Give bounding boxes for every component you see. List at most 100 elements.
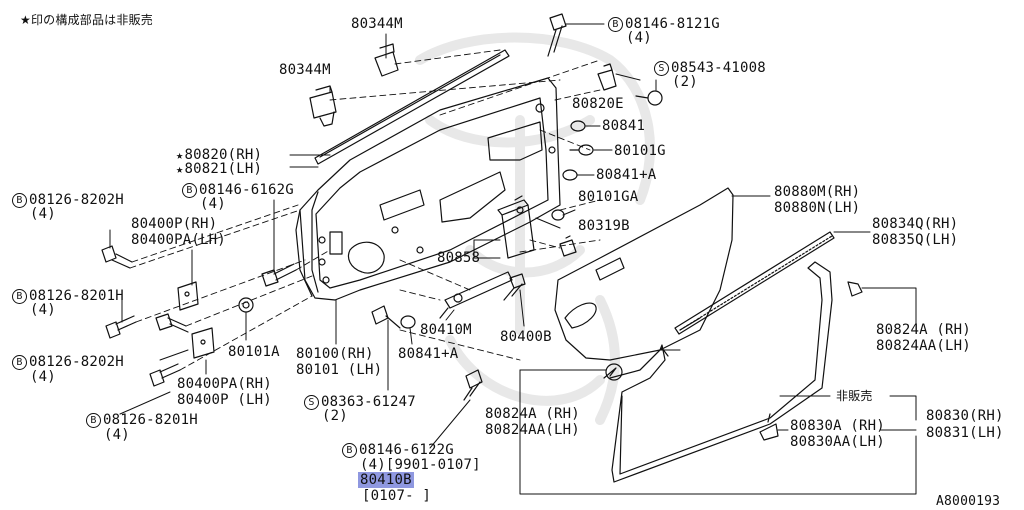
plug-80841A-top	[562, 169, 578, 181]
star-icon: ★	[176, 148, 184, 162]
bolt-b-icon: B	[182, 183, 197, 198]
leader-lines	[109, 23, 917, 495]
dashed-lines	[129, 49, 601, 371]
label-80880N-LH: 80880N(LH)	[774, 200, 861, 216]
screw-08363-61247	[371, 305, 401, 329]
clip-80820E	[597, 63, 617, 91]
bolt-08126-8202H-a	[101, 245, 133, 269]
label-80101G: 80101G	[614, 143, 666, 159]
plug-80841	[570, 120, 586, 132]
label-08146-8121G-qty: (4)	[626, 30, 652, 46]
label-80400P-LH: 80400P (LH)	[177, 392, 272, 408]
label-80400P-RH: 80400P(RH)	[131, 216, 218, 232]
label-80835Q-LH: 80835Q(LH)	[872, 232, 959, 248]
seal-strip-80834Q	[674, 231, 835, 335]
label-80841-a: 80841	[602, 118, 646, 134]
clip-80344M-left	[309, 85, 337, 127]
bolt-center-hinge	[155, 313, 189, 333]
bolt-b-icon: B	[12, 355, 27, 370]
figure-id: A8000193	[936, 494, 1001, 509]
label-80101A: 80101A	[228, 344, 280, 360]
label-hanbai-hidden: 非販売	[836, 389, 873, 403]
note: ★印の構成部品は非販売	[20, 12, 153, 28]
note-text: 印の構成部品は非販売	[30, 13, 153, 27]
label-80400B: 80400B	[500, 329, 552, 345]
label-08146-6122G-qty: (4)[9901-0107]	[360, 457, 481, 473]
bolt-b-icon: B	[342, 443, 357, 458]
label-80830RH: 80830(RH)	[926, 408, 1004, 424]
label-08543-41008-qty: (2)	[672, 74, 698, 90]
star-icon: ★	[176, 162, 184, 176]
label-08363-61247-qty: (2)	[322, 408, 348, 424]
plug-80101GA	[551, 209, 565, 221]
label-80830A-RH: 80830A (RH)	[790, 418, 885, 434]
label-80841-plus-a: 80841+A	[596, 167, 657, 183]
plug-80101G	[569, 144, 594, 156]
bolt-08146-6162G	[261, 263, 297, 287]
label-80101LH: 80101 (LH)	[296, 362, 383, 378]
hinge-80400PA	[191, 327, 215, 359]
label-80821LH: ★80821(LH)	[176, 161, 263, 177]
plug-80841A-bottom	[400, 315, 416, 329]
label-80824AA-LH-center: 80824AA(LH)	[485, 422, 580, 438]
label-80400PA-RH: 80400PA(RH)	[177, 376, 272, 392]
screw-08543-41008	[635, 90, 663, 106]
bolt-08126-8201H-b	[149, 363, 181, 387]
label-80410B-highlighted[interactable]: 80410B	[358, 472, 414, 488]
bolt-08146-6122G	[463, 369, 483, 401]
part-80319B	[559, 235, 577, 257]
check-link-80410M	[439, 271, 513, 319]
label-80858: 80858	[437, 250, 481, 266]
screw-s-icon: S	[304, 395, 319, 410]
label-80319B: 80319B	[578, 218, 630, 234]
bolt-b-icon: B	[12, 289, 27, 304]
hinge-80400P	[177, 281, 199, 311]
label-80824A-RH-center: 80824A (RH)	[485, 406, 580, 422]
star-icon: ★	[20, 13, 31, 27]
label-80820RH: ★80820(RH)	[176, 147, 263, 163]
label-08126-8202H-a-qty: (4)	[30, 206, 56, 222]
bolt-b-icon: B	[12, 193, 27, 208]
label-08126-8201H-b-qty: (4)	[104, 427, 130, 443]
bolt-08126-8201H-a	[105, 315, 137, 339]
label-80344M-left: 80344M	[279, 62, 331, 78]
bolt-b-icon: B	[608, 17, 623, 32]
door-trim-80880M	[554, 187, 734, 361]
part-80830A	[759, 413, 779, 441]
label-80834Q-RH: 80834Q(RH)	[872, 216, 959, 232]
clip-80344M-top	[374, 43, 399, 77]
screw-s-icon: S	[654, 61, 669, 76]
label-08126-8201H-a-qty: (4)	[30, 302, 56, 318]
label-80880M-RH: 80880M(RH)	[774, 184, 861, 200]
label-80824A-RH-right: 80824A (RH)	[876, 322, 971, 338]
label-80410M: 80410M	[420, 322, 472, 338]
door-shell	[295, 77, 561, 301]
label-80400PA-LH: 80400PA(LH)	[131, 232, 226, 248]
label-80410B-range: [0107- ]	[362, 488, 432, 504]
label-80101GA: 80101GA	[578, 189, 639, 205]
label-80344M-top: 80344M	[351, 16, 403, 32]
label-08146-6162G-qty: (4)	[200, 196, 226, 212]
label-80830AA-LH: 80830AA(LH)	[790, 434, 885, 450]
belt-moulding-80820	[314, 49, 510, 165]
label-80820E: 80820E	[572, 96, 624, 112]
label-08126-8202H-b-qty: (4)	[30, 369, 56, 385]
label-80841-plus-a-bottom: 80841+A	[398, 346, 459, 362]
label-80831LH: 80831(LH)	[926, 425, 1004, 441]
bolt-80400B	[503, 273, 526, 301]
label-80824AA-LH-right: 80824AA(LH)	[876, 338, 971, 354]
bolt-08146-8121G	[547, 13, 567, 57]
label-80100RH: 80100(RH)	[296, 346, 374, 362]
bolt-b-icon: B	[86, 413, 101, 428]
